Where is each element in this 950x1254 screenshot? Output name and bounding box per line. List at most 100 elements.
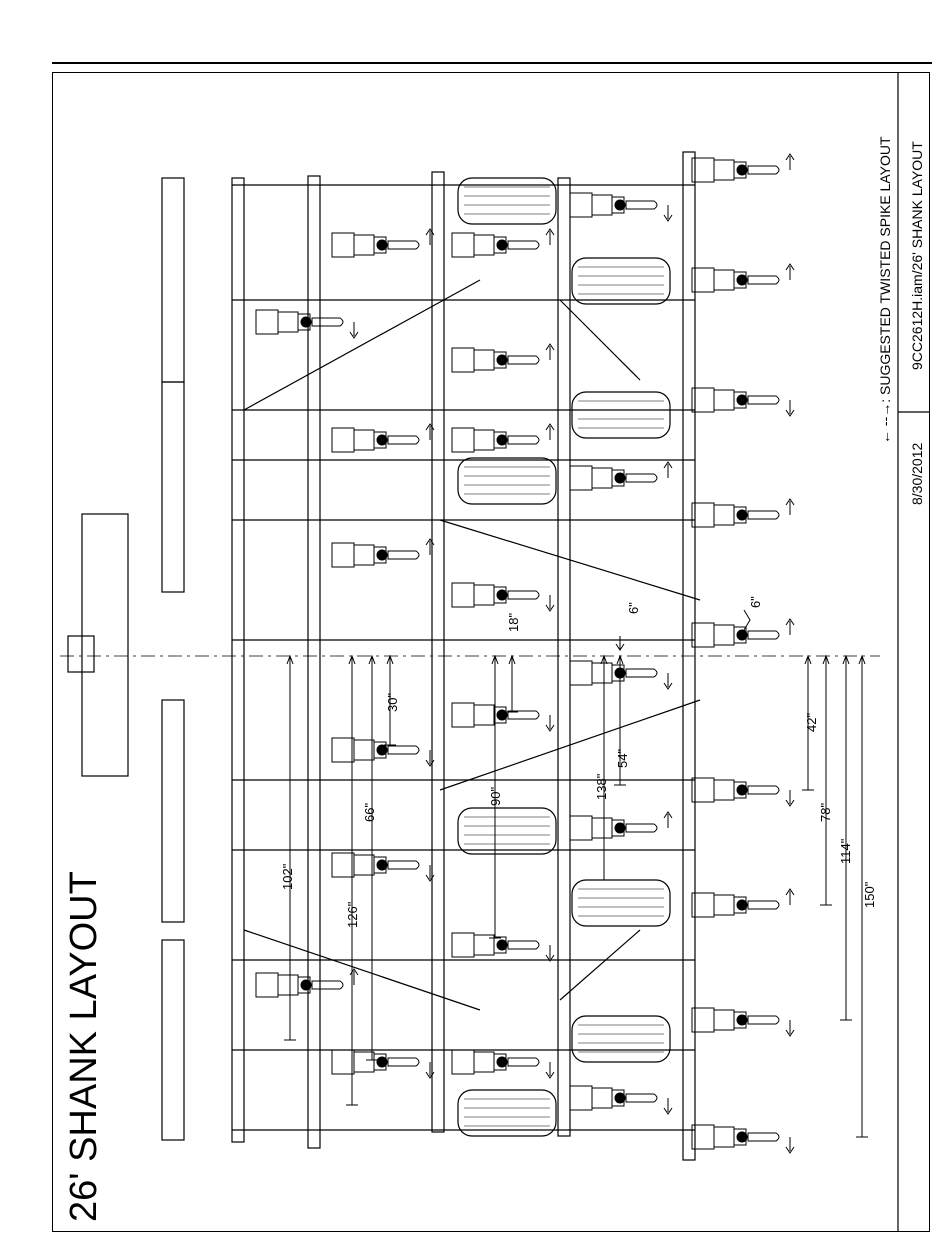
diagonal-brace <box>560 930 640 1000</box>
shank-assemblies <box>256 154 794 1153</box>
shank-spring <box>592 818 612 838</box>
shank-assembly <box>692 889 794 917</box>
shank-spring <box>474 430 494 450</box>
wing-bar <box>162 700 184 922</box>
shank-spring <box>592 663 612 683</box>
page-title: 26' SHANK LAYOUT <box>63 871 105 1222</box>
shank-mount-bracket <box>570 193 592 217</box>
dim-label-150: 150" <box>862 881 877 908</box>
shank-point <box>626 669 657 677</box>
shank-spring <box>714 1127 734 1147</box>
shank-point <box>748 276 779 284</box>
implement-frame <box>60 152 880 1160</box>
shank-assembly <box>256 969 358 997</box>
dim-label-66: 66" <box>362 803 377 822</box>
gauge-wheel <box>458 808 556 854</box>
shank-mount-bracket <box>332 1050 354 1074</box>
shank-assembly <box>332 229 434 257</box>
shank-assembly <box>570 462 672 490</box>
dim-label-6-right: 6" <box>748 596 763 608</box>
shank-mount-bracket <box>332 543 354 567</box>
dim-label-54: 54" <box>615 749 630 768</box>
shank-assembly <box>692 499 794 527</box>
shank-spring <box>354 1052 374 1072</box>
file-name: 9CC2612H.iam/26' SHANK LAYOUT <box>909 141 925 370</box>
dim-label-18: 18" <box>506 613 521 632</box>
wing-bar <box>162 382 184 592</box>
shank-point <box>508 241 539 249</box>
shank-point <box>508 941 539 949</box>
shank-spring <box>714 780 734 800</box>
dim-label-30: 30" <box>385 693 400 712</box>
dim-label-78: 78" <box>818 803 833 822</box>
shank-mount-bracket <box>452 233 474 257</box>
dimension-marker <box>616 636 624 650</box>
shank-assembly <box>692 154 794 182</box>
shank-point <box>748 511 779 519</box>
shank-assembly <box>692 1008 794 1036</box>
gauge-wheel <box>572 880 670 926</box>
gauge-wheel <box>458 458 556 504</box>
dim-label-126: 126" <box>345 901 360 928</box>
shank-point <box>388 551 419 559</box>
frame-rail <box>432 172 444 1132</box>
shank-spring <box>714 270 734 290</box>
diagonal-brace <box>244 930 480 1010</box>
shank-mount-bracket <box>332 233 354 257</box>
shank-assembly <box>692 619 794 647</box>
shank-spring <box>474 705 494 725</box>
shank-mount-bracket <box>570 1086 592 1110</box>
shank-assembly <box>452 1050 554 1078</box>
shank-spring <box>592 195 612 215</box>
shank-mount-bracket <box>452 933 474 957</box>
shank-mount-bracket <box>452 703 474 727</box>
shank-point <box>388 1058 419 1066</box>
shank-assembly <box>256 310 358 338</box>
shank-assembly <box>570 812 672 840</box>
shank-point <box>626 474 657 482</box>
shank-assembly <box>332 853 434 881</box>
shank-spring <box>592 468 612 488</box>
shank-assembly <box>692 264 794 292</box>
shank-assembly <box>332 738 434 766</box>
shank-mount-bracket <box>256 973 278 997</box>
shank-mount-bracket <box>452 1050 474 1074</box>
shank-spring <box>354 855 374 875</box>
wing-bar <box>162 178 184 382</box>
shank-point <box>626 201 657 209</box>
shank-assembly <box>332 1050 434 1078</box>
shank-spring <box>714 895 734 915</box>
shank-spring <box>278 975 298 995</box>
shank-assembly <box>332 539 434 567</box>
shank-spring <box>714 505 734 525</box>
shank-point <box>748 166 779 174</box>
shank-spring <box>714 1010 734 1030</box>
shank-assembly <box>452 703 554 731</box>
gauge-wheel <box>458 1090 556 1136</box>
shank-assembly <box>570 193 672 221</box>
shank-spring <box>354 740 374 760</box>
shank-spring <box>592 1088 612 1108</box>
shank-assembly <box>452 424 554 452</box>
shank-assembly <box>692 1125 794 1153</box>
legend-text: ← --→: SUGGESTED TWISTED SPIKE LAYOUT <box>877 136 893 444</box>
shank-point <box>508 356 539 364</box>
dim-label-42: 42" <box>804 713 819 732</box>
shank-assembly <box>692 388 794 416</box>
shank-point <box>626 824 657 832</box>
shank-spring <box>474 235 494 255</box>
shank-mount-bracket <box>332 428 354 452</box>
shank-point <box>748 1133 779 1141</box>
shank-spring <box>278 312 298 332</box>
shank-mount-bracket <box>452 348 474 372</box>
shank-mount-bracket <box>452 583 474 607</box>
hitch-clevis <box>68 636 94 672</box>
dim-label-102: 102" <box>280 863 295 890</box>
shank-mount-bracket <box>570 466 592 490</box>
shank-point <box>748 1016 779 1024</box>
shank-point <box>388 241 419 249</box>
shank-assembly <box>452 344 554 372</box>
gauge-wheel <box>572 258 670 304</box>
gauge-wheel <box>572 392 670 438</box>
